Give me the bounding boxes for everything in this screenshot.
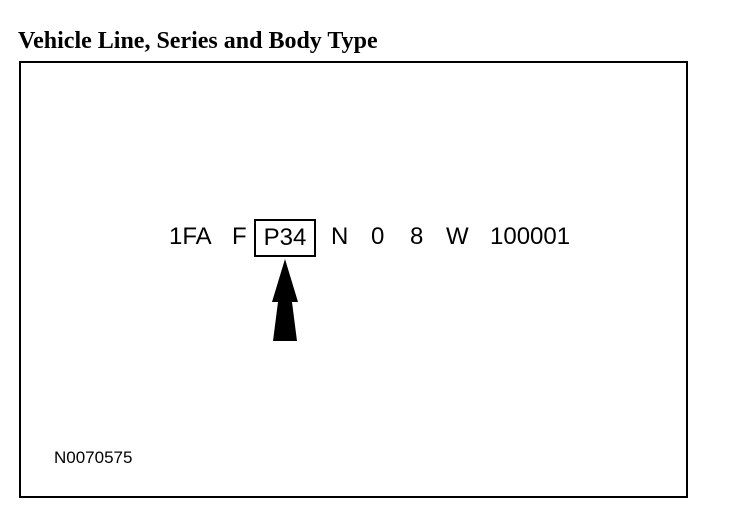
vin-segment-year: W [446,223,469,250]
vin-segment-engine: 0 [371,223,385,250]
arrow-up-icon [272,259,298,341]
vin-segment-line-series-body: P34 [263,224,307,251]
vin-row: 1FA F N 0 8 W 100001 [0,219,752,255]
arrow-up-icon-shape [272,259,298,341]
diagram-frame [19,61,688,498]
reference-code: N0070575 [54,448,133,467]
vin-segment-serial: 100001 [490,223,571,250]
vin-segment-model: N [331,223,349,250]
vin-segment-wmi: 1FA [169,223,212,250]
figure-title: Vehicle Line, Series and Body Type [18,28,378,54]
vin-highlight-box: P34 [254,219,316,257]
vin-segment-check-digit: 8 [410,223,424,250]
vin-segment-restraint: F [232,223,247,250]
